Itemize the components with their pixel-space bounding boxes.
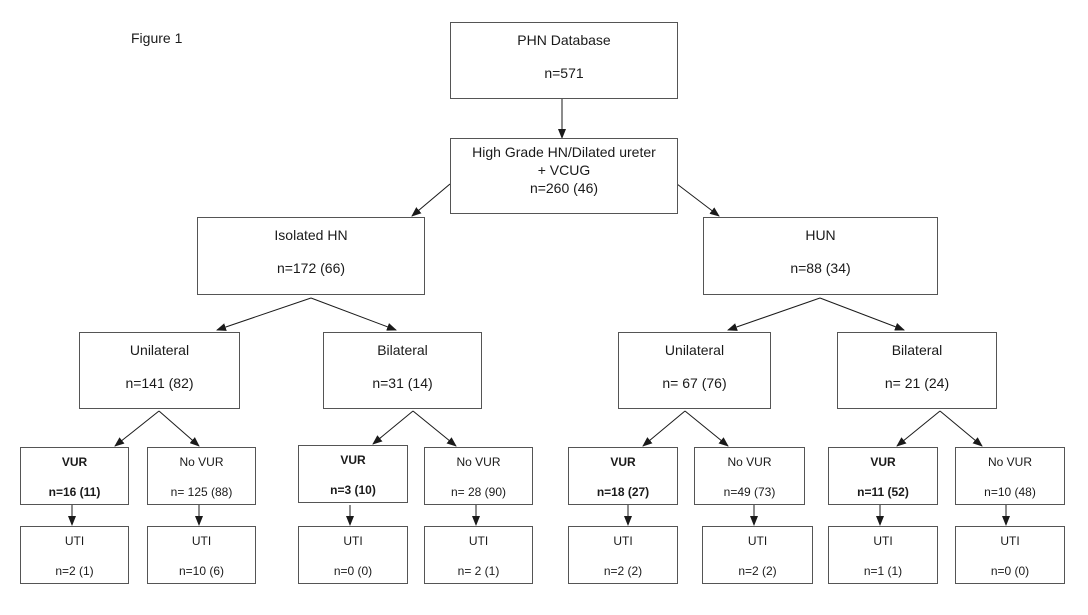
arrow-ihn-bilateral <box>310 297 397 331</box>
node-uti-7: UTI n=1 (1) <box>828 526 938 584</box>
node-title: PHN Database <box>517 32 611 48</box>
node-high-grade-hn: High Grade HN/Dilated ureter + VCUG n=26… <box>450 138 678 214</box>
node-title: VUR <box>61 455 88 469</box>
node-title: UTI <box>191 534 212 548</box>
node-count: n=571 <box>544 65 584 81</box>
arrow-hun-uni-novur <box>684 410 729 447</box>
arrow-hun-uni-vur <box>642 410 686 447</box>
node-count: n=172 (66) <box>276 260 346 276</box>
node-title: No VUR <box>727 455 772 469</box>
node-title: UTI <box>873 534 893 548</box>
node-hun-bilateral: Bilateral n= 21 (24) <box>837 332 997 409</box>
arrow-hun-bilateral <box>819 297 905 331</box>
node-uti-4: UTI n= 2 (1) <box>424 526 533 584</box>
node-title: UTI <box>747 534 768 548</box>
node-ihn-bi-novur: No VUR n= 28 (90) <box>424 447 533 505</box>
node-title: UTI <box>468 534 489 548</box>
node-subtitle: + VCUG <box>537 162 591 178</box>
node-phn-database: PHN Database n=571 <box>450 22 678 99</box>
node-count: n= 21 (24) <box>884 375 950 391</box>
node-title: No VUR <box>456 455 501 469</box>
node-count: n=260 (46) <box>529 180 599 196</box>
node-uti-5: UTI n=2 (2) <box>568 526 678 584</box>
node-title: VUR <box>610 455 636 469</box>
node-ihn-bilateral: Bilateral n=31 (14) <box>323 332 482 409</box>
node-title: Bilateral <box>377 342 428 358</box>
node-count: n= 67 (76) <box>662 375 727 391</box>
node-title: VUR <box>340 453 366 467</box>
node-uti-2: UTI n=10 (6) <box>147 526 256 584</box>
node-hun-unilateral: Unilateral n= 67 (76) <box>618 332 771 409</box>
node-count: n=88 (34) <box>790 260 851 276</box>
node-hun: HUN n=88 (34) <box>703 217 938 295</box>
node-uti-3: UTI n=0 (0) <box>298 526 408 584</box>
node-title: No VUR <box>987 455 1032 469</box>
node-count: n=49 (73) <box>723 485 776 499</box>
node-title: HUN <box>805 227 836 243</box>
arrow-ihn-uni-vur <box>114 410 160 447</box>
node-count: n=0 (0) <box>333 564 373 578</box>
node-ihn-unilateral: Unilateral n=141 (82) <box>79 332 240 409</box>
arrow-hun-bi-vur <box>896 410 941 447</box>
node-count: n= 125 (88) <box>170 485 233 499</box>
node-count: n=0 (0) <box>990 564 1030 578</box>
arrow-hun-unilateral <box>727 297 821 331</box>
node-hun-bi-vur: VUR n=11 (52) <box>828 447 938 505</box>
node-hun-bi-novur: No VUR n=10 (48) <box>955 447 1065 505</box>
node-uti-8: UTI n=0 (0) <box>955 526 1065 584</box>
node-count: n=141 (82) <box>125 375 194 391</box>
node-count: n=2 (1) <box>55 564 94 578</box>
node-count: n= 28 (90) <box>450 485 507 499</box>
node-title: Unilateral <box>664 342 725 358</box>
node-title: VUR <box>870 455 896 469</box>
node-count: n=1 (1) <box>863 564 903 578</box>
node-hun-uni-novur: No VUR n=49 (73) <box>694 447 805 505</box>
node-isolated-hn: Isolated HN n=172 (66) <box>197 217 425 295</box>
node-count: n=2 (2) <box>738 564 777 578</box>
arrow-hun-bi-novur <box>939 410 983 447</box>
node-title: High Grade HN/Dilated ureter <box>472 144 656 160</box>
arrow-screened-hun <box>676 183 720 217</box>
arrow-ihn-unilateral <box>216 297 312 331</box>
node-hun-uni-vur: VUR n=18 (27) <box>568 447 678 505</box>
node-title: Bilateral <box>891 342 943 358</box>
node-count: n=16 (11) <box>48 485 101 499</box>
node-count: n= 2 (1) <box>457 564 500 578</box>
arrow-ihn-uni-novur <box>158 410 200 447</box>
arrow-ihn-bi-vur <box>372 410 414 445</box>
node-title: Unilateral <box>129 342 190 358</box>
node-count: n=10 (48) <box>984 485 1036 499</box>
node-title: UTI <box>343 534 363 548</box>
arrow-screened-isolated-hn <box>411 183 451 217</box>
node-title: UTI <box>1000 534 1020 548</box>
node-count: n=18 (27) <box>596 485 650 499</box>
node-count: n=3 (10) <box>330 483 376 497</box>
node-count: n=2 (2) <box>603 564 643 578</box>
arrow-ihn-bi-novur <box>412 410 457 447</box>
node-ihn-bi-vur: VUR n=3 (10) <box>298 445 408 503</box>
node-count: n=10 (6) <box>178 564 225 578</box>
node-uti-6: UTI n=2 (2) <box>702 526 813 584</box>
node-title: UTI <box>613 534 633 548</box>
node-title: Isolated HN <box>274 227 348 243</box>
node-ihn-uni-vur: VUR n=16 (11) <box>20 447 129 505</box>
node-count: n=11 (52) <box>857 485 909 499</box>
node-ihn-uni-novur: No VUR n= 125 (88) <box>147 447 256 505</box>
node-title: No VUR <box>179 455 224 469</box>
node-uti-1: UTI n=2 (1) <box>20 526 129 584</box>
node-count: n=31 (14) <box>372 375 433 391</box>
node-title: UTI <box>64 534 85 548</box>
figure-label: Figure 1 <box>131 30 183 46</box>
